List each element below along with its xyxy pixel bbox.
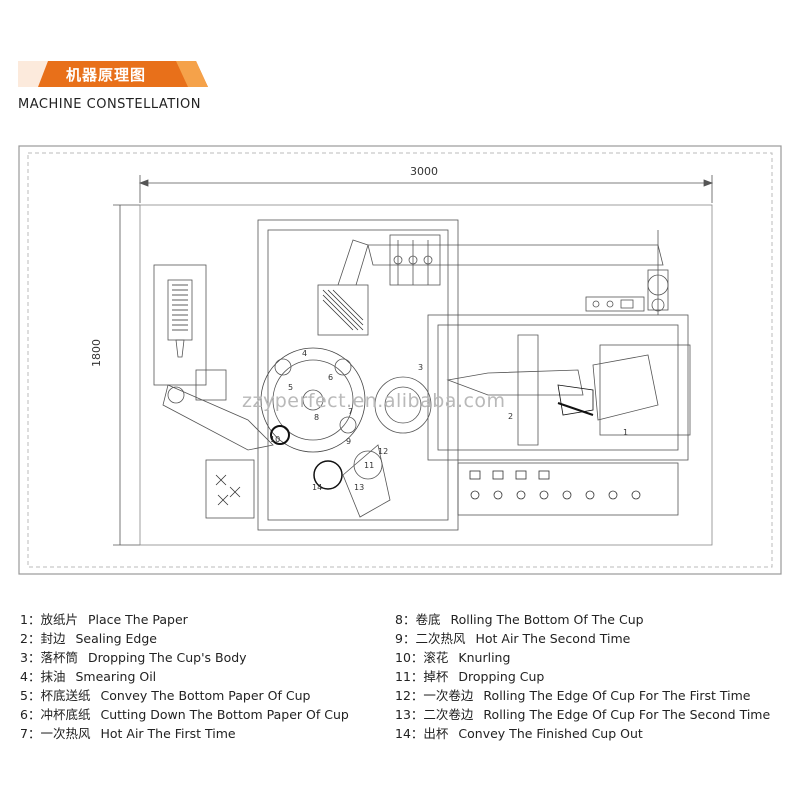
part-label-4: 4 — [302, 349, 308, 358]
banner-shape — [18, 61, 208, 87]
part-label-8: 8 — [314, 413, 320, 422]
part-label-7: 7 — [348, 407, 354, 416]
part-label-11: 11 — [364, 461, 375, 470]
banner-title: 机器原理图 — [66, 66, 147, 84]
dimension-height: 1800 — [90, 339, 103, 367]
part-label-2: 2 — [508, 412, 514, 421]
section-banner: 机器原理图 — [18, 61, 208, 87]
part-label-3: 3 — [418, 363, 424, 372]
page-subtitle: MACHINE CONSTELLATION — [18, 97, 201, 112]
machine-diagram: 3000 1800 1 2 3 4 5 6 7 8 9 10 11 12 13 … — [18, 145, 782, 575]
part-label-13: 13 — [354, 483, 365, 492]
diagram-drawing — [18, 145, 782, 575]
watermark: zzyperfect.en.alibaba.com — [242, 390, 506, 412]
part-label-10: 10 — [270, 435, 281, 444]
part-label-9: 9 — [346, 437, 352, 446]
part-label-1: 1 — [623, 428, 629, 437]
part-label-6: 6 — [328, 373, 334, 382]
part-label-14: 14 — [312, 483, 323, 492]
part-label-12: 12 — [378, 447, 389, 456]
part-label-5: 5 — [288, 383, 294, 392]
dimension-width: 3000 — [410, 165, 438, 178]
